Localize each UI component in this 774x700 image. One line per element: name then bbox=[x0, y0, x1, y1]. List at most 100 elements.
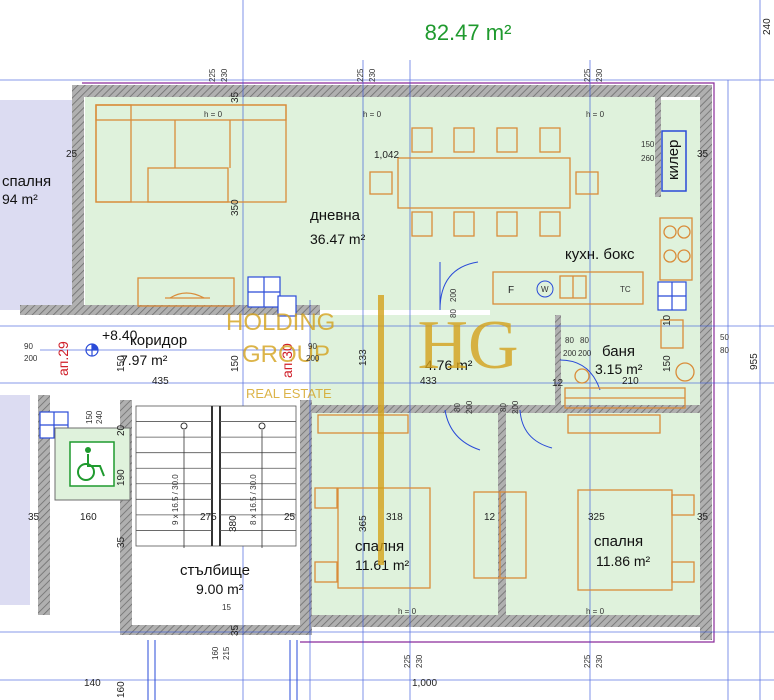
wall-bed-split bbox=[498, 410, 506, 620]
washer-icon bbox=[536, 280, 554, 298]
living-room-width: 1,042 bbox=[374, 150, 399, 161]
svg-text:200: 200 bbox=[306, 354, 320, 363]
svg-text:433: 433 bbox=[420, 376, 437, 387]
bedroom-2-area: 11.86 m² bbox=[596, 553, 651, 569]
wardrobe-icon bbox=[473, 491, 527, 579]
svg-text:435: 435 bbox=[152, 376, 169, 387]
svg-text:15: 15 bbox=[222, 603, 231, 612]
svg-text:200: 200 bbox=[24, 354, 38, 363]
sofa-icon bbox=[95, 104, 287, 203]
svg-text:80: 80 bbox=[499, 403, 508, 412]
stove-label: TC bbox=[620, 285, 631, 294]
svg-text:240: 240 bbox=[95, 410, 104, 424]
svg-text:25: 25 bbox=[66, 149, 78, 160]
svg-text:GROUP: GROUP bbox=[242, 341, 330, 368]
wall-top bbox=[72, 85, 712, 97]
svg-text:225: 225 bbox=[356, 68, 365, 82]
svg-text:230: 230 bbox=[595, 68, 604, 82]
svg-text:325: 325 bbox=[588, 512, 605, 523]
svg-text:80: 80 bbox=[565, 336, 574, 345]
svg-text:20: 20 bbox=[116, 424, 127, 436]
svg-text:200: 200 bbox=[563, 349, 577, 358]
svg-text:230: 230 bbox=[415, 654, 424, 668]
svg-text:35: 35 bbox=[230, 624, 241, 636]
apartment-29-label: ап.29 bbox=[55, 341, 71, 376]
svg-text:90: 90 bbox=[24, 342, 33, 351]
svg-text:160: 160 bbox=[80, 512, 97, 523]
svg-text:80: 80 bbox=[720, 346, 729, 355]
svg-text:150: 150 bbox=[116, 355, 127, 372]
wall-left bbox=[72, 85, 84, 315]
svg-text:365: 365 bbox=[358, 515, 369, 532]
svg-text:35: 35 bbox=[697, 512, 709, 523]
svg-text:35: 35 bbox=[697, 149, 709, 160]
bathroom-area: 3.15 m² bbox=[595, 361, 643, 377]
svg-text:230: 230 bbox=[220, 68, 229, 82]
living-room-area: 36.47 m² bbox=[310, 231, 366, 247]
neighbor-room-lower bbox=[0, 395, 30, 605]
svg-text:150: 150 bbox=[662, 355, 673, 372]
stair-treads bbox=[136, 421, 296, 531]
svg-text:230: 230 bbox=[595, 654, 604, 668]
svg-text:HG: HG bbox=[417, 307, 518, 384]
svg-text:318: 318 bbox=[386, 512, 403, 523]
svg-text:80: 80 bbox=[580, 336, 589, 345]
svg-text:35: 35 bbox=[116, 536, 127, 548]
svg-text:200: 200 bbox=[465, 400, 474, 414]
svg-text:225: 225 bbox=[403, 654, 412, 668]
level-marker-icon bbox=[85, 343, 99, 357]
wall-corridor-top bbox=[20, 305, 320, 315]
neighbor-room-area: 94 m² bbox=[2, 191, 38, 207]
svg-text:REAL ESTATE: REAL ESTATE bbox=[246, 386, 332, 401]
svg-text:150: 150 bbox=[85, 410, 94, 424]
wall-hall-bottom bbox=[300, 405, 700, 413]
svg-text:225: 225 bbox=[583, 68, 592, 82]
svg-text:150: 150 bbox=[641, 140, 655, 149]
bedroom-2-name: спалня bbox=[594, 533, 643, 550]
dimension-labels: 225 230 225 230 225 230 h = 0 h = 0 h = … bbox=[24, 18, 773, 698]
stair-start-icon bbox=[258, 422, 266, 430]
svg-text:160: 160 bbox=[116, 681, 127, 698]
svg-text:h = 0: h = 0 bbox=[204, 110, 223, 119]
hall-area: 4.76 m² bbox=[425, 357, 473, 373]
bedroom-2-floor bbox=[505, 410, 700, 615]
svg-text:230: 230 bbox=[368, 68, 377, 82]
svg-text:225: 225 bbox=[583, 654, 592, 668]
stair-area: 9.00 m² bbox=[196, 581, 244, 597]
holding-group-logo: HG HOLDING GROUP REAL ESTATE bbox=[226, 295, 519, 565]
svg-text:160: 160 bbox=[211, 646, 220, 660]
staircase-icon bbox=[135, 405, 297, 547]
svg-text:200: 200 bbox=[511, 400, 520, 414]
door-swing-icon bbox=[439, 261, 601, 451]
svg-text:35: 35 bbox=[28, 512, 40, 523]
stair-flight-b: 8 x 16.5 / 30.0 bbox=[249, 474, 258, 525]
svg-text:25: 25 bbox=[284, 512, 296, 523]
svg-text:90: 90 bbox=[308, 342, 317, 351]
pantry bbox=[661, 130, 687, 192]
svg-text:HOLDING: HOLDING bbox=[226, 309, 335, 336]
svg-text:215: 215 bbox=[222, 646, 231, 660]
bathroom-name: баня bbox=[602, 343, 635, 360]
apartment-outline bbox=[82, 82, 715, 643]
svg-text:225: 225 bbox=[208, 68, 217, 82]
accessibility-icon bbox=[54, 427, 131, 501]
svg-text:140: 140 bbox=[84, 678, 101, 689]
neighbor-room bbox=[0, 100, 72, 310]
dining-table-icon bbox=[369, 127, 599, 237]
wall-bottom bbox=[300, 615, 712, 627]
bathroom-floor bbox=[560, 315, 700, 410]
svg-text:12: 12 bbox=[552, 378, 564, 389]
svg-text:80: 80 bbox=[453, 403, 462, 412]
svg-text:150: 150 bbox=[230, 355, 241, 372]
svg-text:260: 260 bbox=[641, 154, 655, 163]
hall-floor bbox=[310, 315, 560, 410]
entrance-lines bbox=[147, 640, 298, 700]
svg-text:h = 0: h = 0 bbox=[398, 607, 417, 616]
corridor-area: 7.97 m² bbox=[120, 352, 168, 368]
wall-stair-bottom bbox=[120, 625, 312, 635]
corridor-level: +8.40 bbox=[102, 327, 138, 343]
stair-start-icon bbox=[180, 422, 188, 430]
svg-text:10: 10 bbox=[662, 314, 673, 326]
window-icon bbox=[39, 276, 687, 439]
